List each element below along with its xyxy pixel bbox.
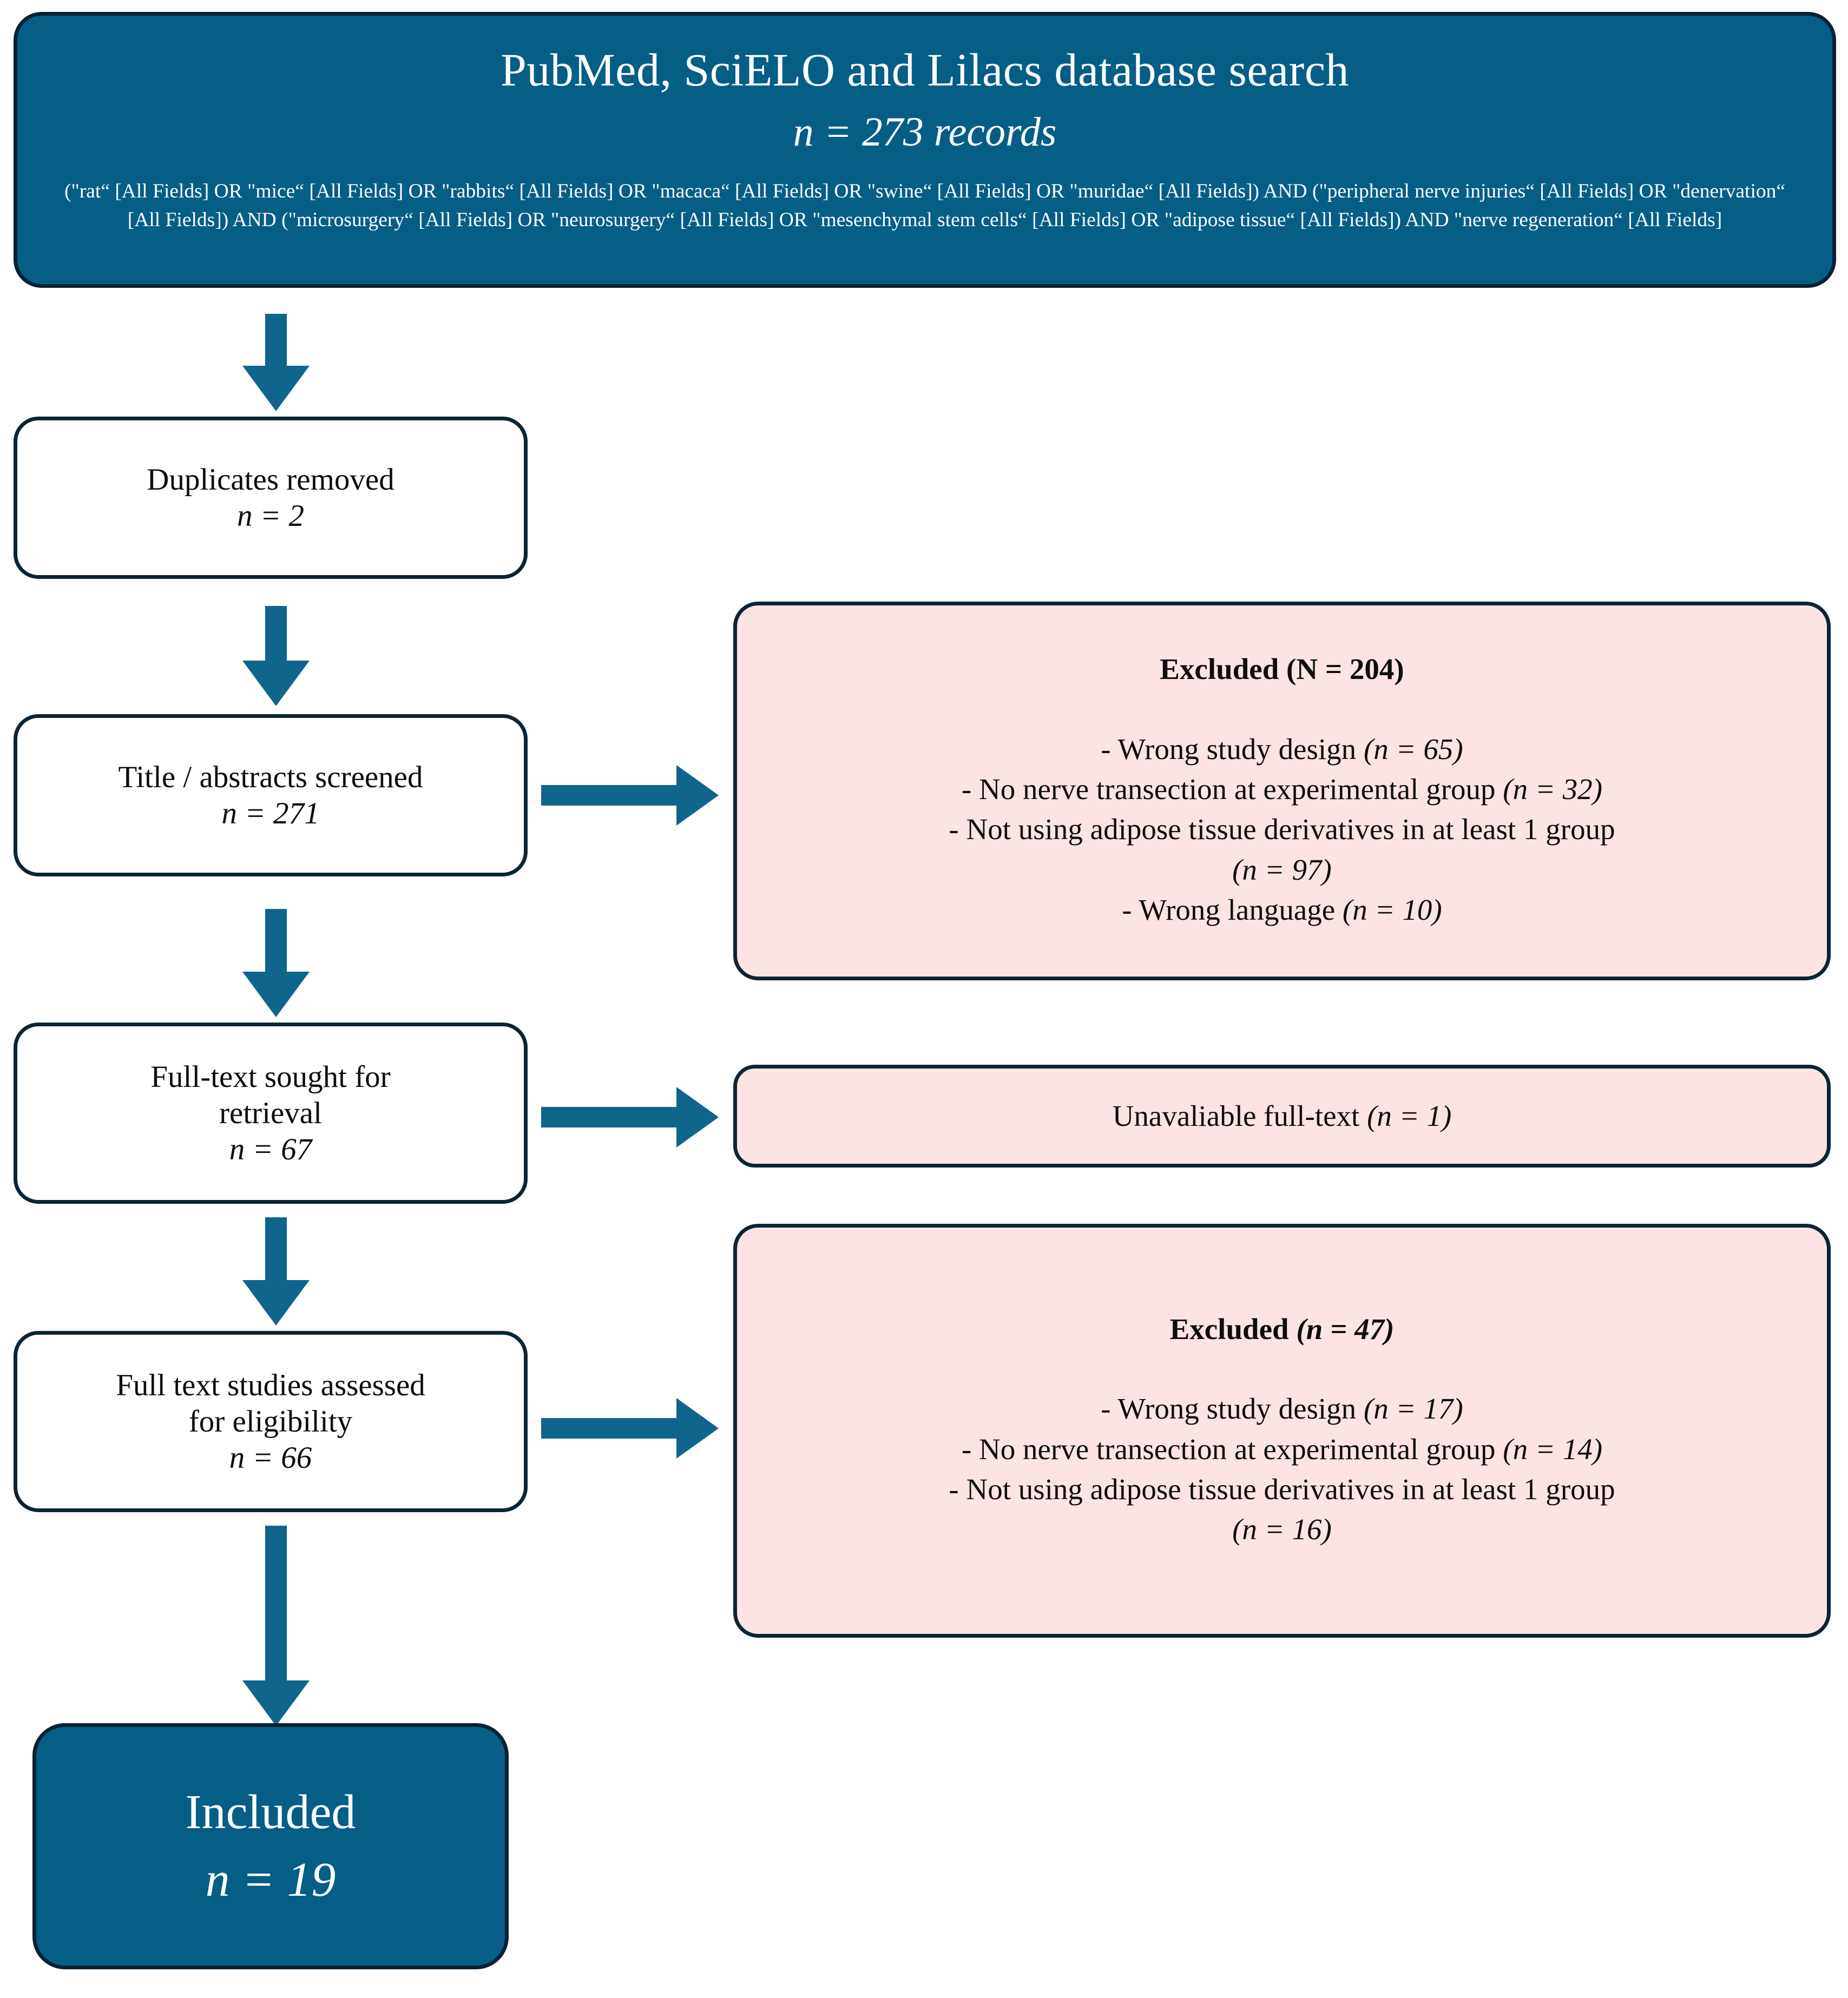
reason-text: - Wrong study design [1101,1392,1364,1426]
stage-label-line2: for eligibility [188,1404,353,1439]
stage-title-abstracts-screened: Title / abstracts screened n = 271 [14,714,528,876]
reason-text: - Wrong language [1122,893,1343,926]
stage-fulltext-assessed: Full text studies assessed for eligibili… [14,1331,528,1512]
search-query-string: ("rat“ [All Fields] OR "mice“ [All Field… [64,180,1786,232]
database-search-box: PubMed, SciELO and Lilacs database searc… [14,12,1836,288]
stage-label: Included [185,1785,356,1839]
exclusion-heading-word: Excluded [1169,1312,1297,1346]
search-title: PubMed, SciELO and Lilacs database searc… [501,44,1349,96]
reason-count: (n = 32) [1503,773,1603,806]
exclusion-heading: Excluded (N = 204) [1160,652,1404,685]
stage-count: n = 67 [229,1132,312,1167]
stage-fulltext-sought: Full-text sought for retrieval n = 67 [14,1023,528,1204]
exclusion-heading-count: (n = 47) [1296,1312,1395,1346]
reason-count: (n = 16) [1232,1513,1332,1546]
arrow-fulltext-to-unavailable [541,1079,720,1155]
stage-label: Title / abstracts screened [118,760,423,794]
reason-count: (n = 14) [1503,1432,1603,1466]
arrow-screened-to-excluded [541,757,720,833]
exclusion-reason: - Wrong study design (n = 17) [949,1389,1615,1429]
unavailable-fulltext-text: Unavaliable full-text (n = 1) [1113,1099,1452,1134]
reason-text: - Not using adipose tissue derivatives i… [949,813,1615,846]
exclusion-box-screening: Excluded (N = 204) - Wrong study design … [733,602,1831,980]
reason-count: (n = 97) [1232,853,1332,886]
exclusion-reason-list: - Wrong study design (n = 17) - No nerve… [949,1389,1615,1549]
stage-label-line1: Full text studies assessed [116,1368,425,1402]
arrow-screened-to-fulltext [233,909,319,1023]
reason-count: (n = 17) [1363,1392,1463,1426]
reason-text: - No nerve transection at experimental g… [961,1432,1503,1466]
exclusion-reason: - Wrong language (n = 10) [949,890,1615,930]
exclusion-box-unavailable-fulltext: Unavaliable full-text (n = 1) [733,1065,1831,1168]
stage-count: n = 271 [221,796,320,830]
search-record-count: n = 273 records [793,109,1057,155]
exclusion-reason-count-line: (n = 97) [949,850,1615,890]
stage-label: Duplicates removed [147,462,394,497]
reason-text: - Not using adipose tissue derivatives i… [949,1472,1615,1506]
arrow-assessed-to-excluded [541,1390,720,1466]
reason-count: (n = 1) [1367,1099,1452,1132]
exclusion-reason: - No nerve transection at experimental g… [949,769,1615,809]
exclusion-heading: Excluded (n = 47) [1170,1312,1395,1347]
reason-count: (n = 10) [1342,893,1442,926]
stage-included: Included n = 19 [32,1723,509,1969]
arrow-assessed-to-included [233,1526,319,1726]
arrow-duplicates-to-screened [233,606,319,709]
stage-count: n = 2 [237,499,304,533]
exclusion-reason: - Not using adipose tissue derivatives i… [949,1469,1615,1509]
reason-count: (n = 65) [1363,732,1463,766]
exclusion-reason: - Not using adipose tissue derivatives i… [949,809,1615,849]
stage-count: n = 19 [205,1852,336,1907]
reason-text: - No nerve transection at experimental g… [961,773,1503,806]
reason-text: - Wrong study design [1101,732,1364,766]
exclusion-box-eligibility: Excluded (n = 47) - Wrong study design (… [733,1224,1831,1638]
exclusion-reason: - No nerve transection at experimental g… [949,1429,1615,1469]
arrow-fulltext-to-assessed [233,1217,319,1331]
stage-count: n = 66 [229,1441,312,1475]
exclusion-reason-list: - Wrong study design (n = 65) - No nerve… [949,729,1615,930]
reason-text: Unavaliable full-text [1112,1099,1367,1132]
arrow-search-to-duplicates [233,314,319,411]
stage-label-line2: retrieval [219,1096,322,1130]
exclusion-reason-count-line: (n = 16) [949,1509,1615,1549]
stage-label-line1: Full-text sought for [150,1059,391,1094]
exclusion-reason: - Wrong study design (n = 65) [949,729,1615,769]
stage-duplicates-removed: Duplicates removed n = 2 [14,417,528,579]
